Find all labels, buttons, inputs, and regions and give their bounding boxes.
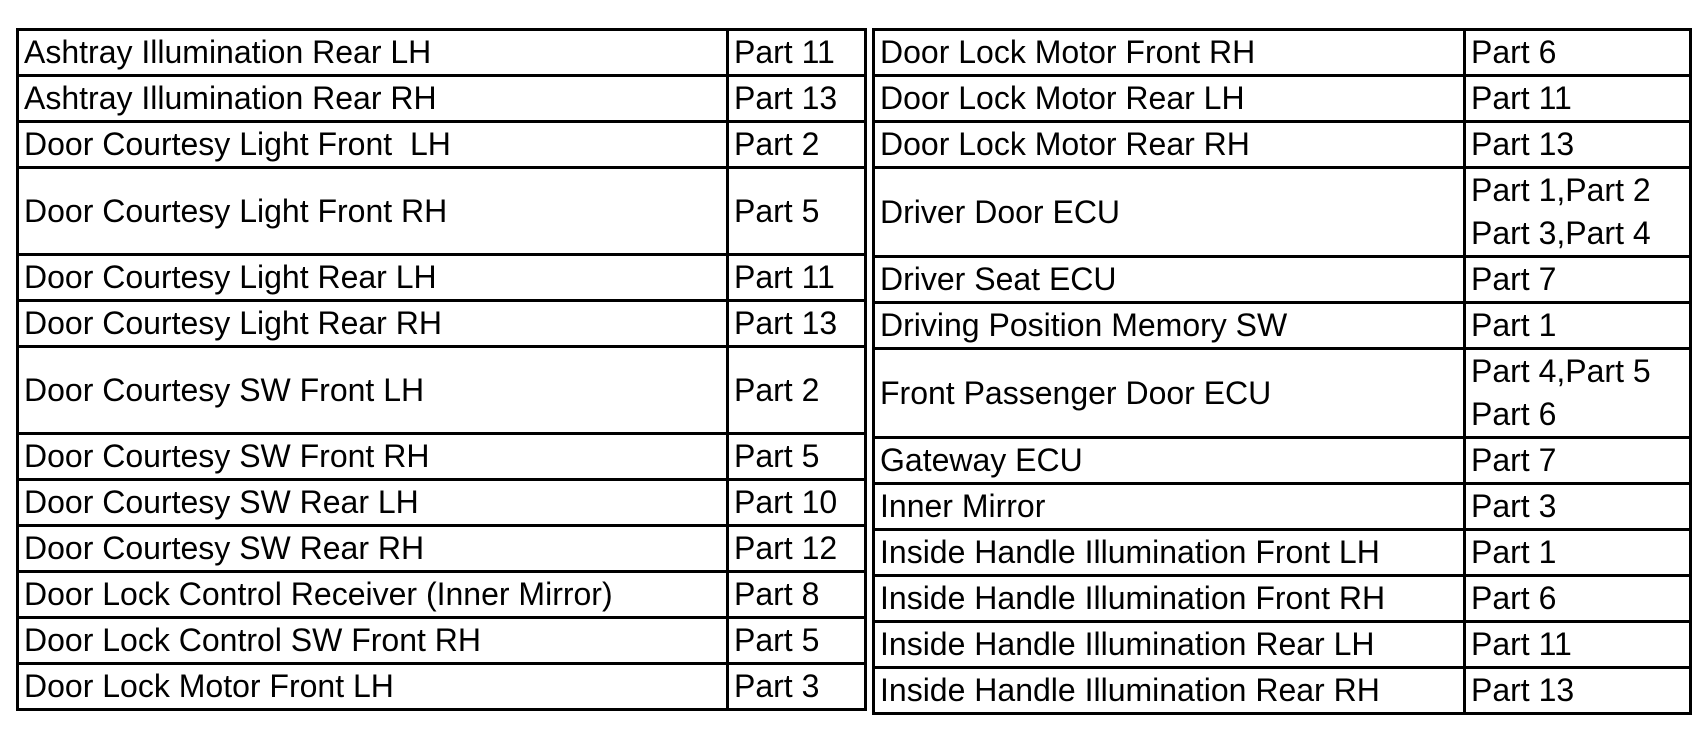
component-name: Inside Handle Illumination Rear LH [872,620,1466,669]
part-reference: Part 3 [726,662,867,711]
part-reference: Part 3 [1463,482,1692,531]
component-name: Door Courtesy SW Front LH [16,345,729,435]
component-name: Inside Handle Illumination Front RH [872,574,1466,623]
table-row: Door Courtesy Light Front LH Part 2 [16,120,867,169]
component-name: Front Passenger Door ECU [872,347,1466,439]
component-name: Door Lock Motor Rear LH [872,74,1466,123]
table-row: Driver Seat ECU Part 7 [872,255,1692,304]
part-reference: Part 1,Part 2 Part 3,Part 4 [1463,166,1692,258]
part-reference: Part 11 [1463,74,1692,123]
table-row: Door Lock Control SW Front RH Part 5 [16,616,867,665]
component-name: Inside Handle Illumination Rear RH [872,666,1466,715]
table-row: Inner Mirror Part 3 [872,482,1692,531]
component-name: Driver Door ECU [872,166,1466,258]
component-name: Door Courtesy Light Rear LH [16,253,729,302]
part-reference: Part 5 [726,432,867,481]
component-index-table-right: Door Lock Motor Front RH Part 6 Door Loc… [872,28,1692,715]
table-row: Door Courtesy SW Front RH Part 5 [16,432,867,481]
component-name: Gateway ECU [872,436,1466,485]
table-row: Door Lock Motor Front RH Part 6 [872,28,1692,77]
table-row: Door Lock Motor Rear LH Part 11 [872,74,1692,123]
component-name: Door Lock Control Receiver (Inner Mirror… [16,570,729,619]
table-row: Inside Handle Illumination Rear LH Part … [872,620,1692,669]
part-reference: Part 11 [726,28,867,77]
table-row: Door Courtesy SW Rear RH Part 12 [16,524,867,573]
table-row: Door Courtesy Light Rear RH Part 13 [16,299,867,348]
component-name: Door Lock Motor Front RH [872,28,1466,77]
component-name: Door Lock Control SW Front RH [16,616,729,665]
part-reference: Part 13 [726,74,867,123]
part-reference: Part 6 [1463,574,1692,623]
table-row: Door Courtesy SW Front LH Part 2 [16,345,867,435]
component-name: Door Courtesy Light Rear RH [16,299,729,348]
table-row: Ashtray Illumination Rear RH Part 13 [16,74,867,123]
component-name: Door Courtesy SW Rear RH [16,524,729,573]
component-name: Ashtray Illumination Rear LH [16,28,729,77]
component-name: Door Courtesy Light Front RH [16,166,729,256]
table-row: Inside Handle Illumination Front RH Part… [872,574,1692,623]
part-reference: Part 1 [1463,528,1692,577]
table-row: Door Courtesy SW Rear LH Part 10 [16,478,867,527]
part-reference: Part 8 [726,570,867,619]
table-row: Inside Handle Illumination Front LH Part… [872,528,1692,577]
table-row: Ashtray Illumination Rear LH Part 11 [16,28,867,77]
table-row: Door Lock Motor Front LH Part 3 [16,662,867,711]
part-reference: Part 11 [726,253,867,302]
component-name: Door Courtesy Light Front LH [16,120,729,169]
table-row: Gateway ECU Part 7 [872,436,1692,485]
component-index-table-left: Ashtray Illumination Rear LH Part 11 Ash… [16,28,867,711]
part-reference: Part 12 [726,524,867,573]
part-reference: Part 7 [1463,436,1692,485]
table-row: Driver Door ECU Part 1,Part 2 Part 3,Par… [872,166,1692,258]
component-name: Door Courtesy SW Front RH [16,432,729,481]
part-reference: Part 5 [726,166,867,256]
part-reference: Part 5 [726,616,867,665]
table-row: Inside Handle Illumination Rear RH Part … [872,666,1692,715]
part-reference: Part 11 [1463,620,1692,669]
component-name: Inner Mirror [872,482,1466,531]
component-name: Driver Seat ECU [872,255,1466,304]
table-row: Door Courtesy Light Front RH Part 5 [16,166,867,256]
part-reference: Part 13 [726,299,867,348]
part-reference: Part 2 [726,345,867,435]
component-name: Door Courtesy SW Rear LH [16,478,729,527]
table-row: Door Lock Motor Rear RH Part 13 [872,120,1692,169]
part-reference: Part 4,Part 5 Part 6 [1463,347,1692,439]
part-reference: Part 7 [1463,255,1692,304]
part-reference: Part 13 [1463,666,1692,715]
part-reference: Part 1 [1463,301,1692,350]
part-reference: Part 6 [1463,28,1692,77]
component-name: Inside Handle Illumination Front LH [872,528,1466,577]
part-reference: Part 10 [726,478,867,527]
component-name: Door Lock Motor Front LH [16,662,729,711]
part-reference: Part 2 [726,120,867,169]
table-row: Door Lock Control Receiver (Inner Mirror… [16,570,867,619]
part-reference: Part 13 [1463,120,1692,169]
component-name: Ashtray Illumination Rear RH [16,74,729,123]
table-row: Front Passenger Door ECU Part 4,Part 5 P… [872,347,1692,439]
table-row: Door Courtesy Light Rear LH Part 11 [16,253,867,302]
table-row: Driving Position Memory SW Part 1 [872,301,1692,350]
component-name: Driving Position Memory SW [872,301,1466,350]
component-name: Door Lock Motor Rear RH [872,120,1466,169]
